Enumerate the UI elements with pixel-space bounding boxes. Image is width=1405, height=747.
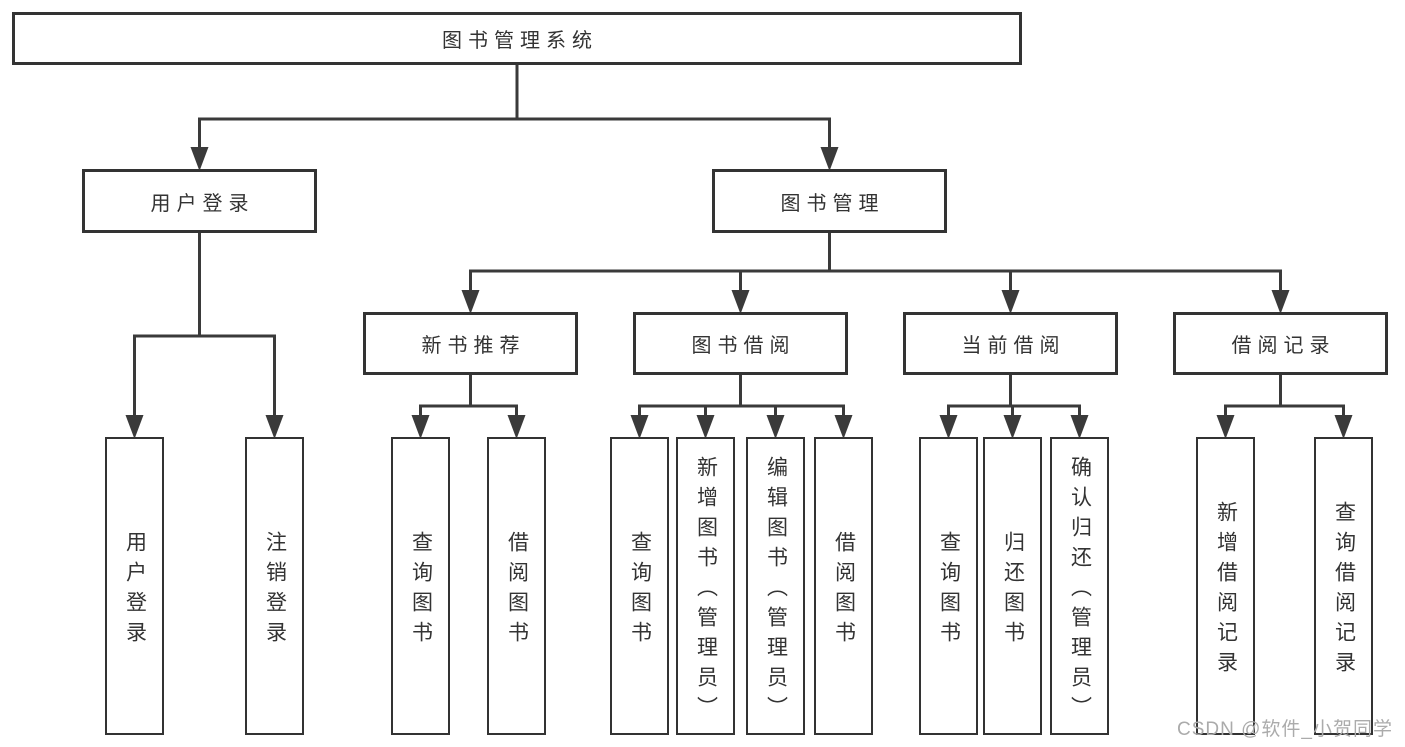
arrowhead-icon (461, 290, 480, 314)
node-label-system-root: 图书管理系统 (442, 30, 598, 52)
node-borrow-records: 借阅记录 (1173, 312, 1388, 375)
arrowhead-icon (507, 415, 526, 439)
node-leaf-user-login: 用户登录 (105, 437, 164, 735)
node-leaf-logout: 注销登录 (245, 437, 304, 735)
arrowhead-icon (820, 147, 839, 171)
node-label-leaf-query-book-current: 查询图书 (937, 530, 961, 651)
node-label-current-borrow: 当前借阅 (961, 335, 1066, 357)
watermark: CSDN @软件_小贺同学 (1177, 719, 1393, 740)
node-label-leaf-confirm-return-admin: 确认归还（管理员） (1068, 455, 1092, 726)
arrowhead-icon (125, 415, 144, 439)
node-label-leaf-borrow-book-borrow: 借阅图书 (832, 530, 856, 651)
node-current-borrow: 当前借阅 (903, 312, 1118, 375)
node-label-user-login-branch: 用户登录 (150, 192, 255, 215)
node-system-root: 图书管理系统 (12, 12, 1022, 65)
node-label-leaf-add-borrow-record: 新增借阅记录 (1214, 500, 1238, 681)
node-new-book-recommend: 新书推荐 (363, 312, 578, 375)
node-label-leaf-query-book-borrow: 查询图书 (628, 530, 652, 651)
arrowhead-icon (1070, 415, 1089, 439)
node-label-leaf-return-book: 归还图书 (1001, 530, 1025, 651)
node-book-mgmt-branch: 图书管理 (712, 169, 947, 233)
node-leaf-confirm-return-admin: 确认归还（管理员） (1050, 437, 1109, 735)
node-leaf-query-borrow-record: 查询借阅记录 (1314, 437, 1373, 735)
arrowhead-icon (190, 147, 209, 171)
node-label-leaf-borrow-book-recommend: 借阅图书 (505, 530, 529, 651)
arrowhead-icon (1003, 415, 1022, 439)
arrowhead-icon (696, 415, 715, 439)
arrowhead-icon (1334, 415, 1353, 439)
node-leaf-add-borrow-record: 新增借阅记录 (1196, 437, 1255, 735)
arrowhead-icon (411, 415, 430, 439)
node-book-borrow: 图书借阅 (633, 312, 848, 375)
arrowhead-icon (265, 415, 284, 439)
arrowhead-icon (939, 415, 958, 439)
node-label-leaf-logout: 注销登录 (263, 530, 287, 651)
node-leaf-edit-book-admin: 编辑图书（管理员） (746, 437, 805, 735)
node-leaf-return-book: 归还图书 (983, 437, 1042, 735)
node-label-new-book-recommend: 新书推荐 (421, 335, 526, 357)
node-label-leaf-query-borrow-record: 查询借阅记录 (1332, 500, 1356, 681)
node-label-borrow-records: 借阅记录 (1231, 335, 1336, 357)
node-leaf-query-book-borrow: 查询图书 (610, 437, 669, 735)
arrowhead-icon (630, 415, 649, 439)
node-leaf-query-book-recommend: 查询图书 (391, 437, 450, 735)
node-leaf-query-book-current: 查询图书 (919, 437, 978, 735)
node-label-leaf-user-login: 用户登录 (123, 530, 147, 651)
node-label-book-borrow: 图书借阅 (691, 335, 796, 357)
arrowhead-icon (834, 415, 853, 439)
node-user-login-branch: 用户登录 (82, 169, 317, 233)
arrowhead-icon (731, 290, 750, 314)
node-leaf-add-book-admin: 新增图书（管理员） (676, 437, 735, 735)
node-label-leaf-edit-book-admin: 编辑图书（管理员） (764, 455, 788, 726)
node-label-leaf-add-book-admin: 新增图书（管理员） (694, 455, 718, 726)
node-label-book-mgmt-branch: 图书管理 (780, 192, 885, 215)
arrowhead-icon (766, 415, 785, 439)
node-leaf-borrow-book-recommend: 借阅图书 (487, 437, 546, 735)
arrowhead-icon (1271, 290, 1290, 314)
node-leaf-borrow-book-borrow: 借阅图书 (814, 437, 873, 735)
arrowhead-icon (1001, 290, 1020, 314)
arrowhead-icon (1216, 415, 1235, 439)
node-label-leaf-query-book-recommend: 查询图书 (409, 530, 433, 651)
